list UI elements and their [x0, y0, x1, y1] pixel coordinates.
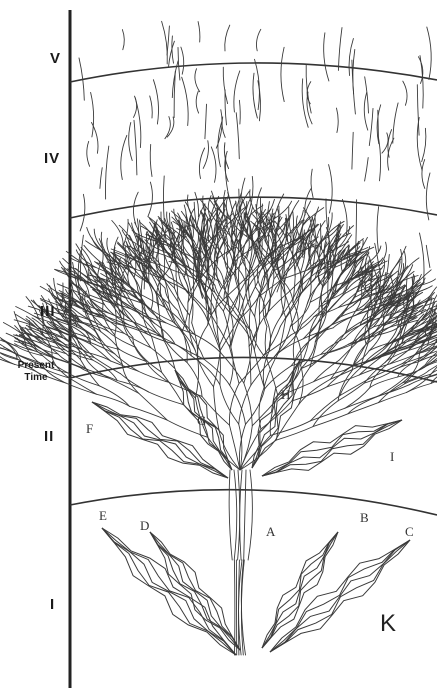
present-label-line2: Time	[4, 372, 68, 384]
branch-label-A: A	[266, 524, 275, 540]
boundary-II-I	[70, 490, 437, 515]
branch-label-G: G	[197, 413, 206, 429]
branch-label-C: C	[405, 524, 414, 540]
period-label-IV: IV	[44, 150, 60, 167]
boundary-IV-III	[70, 197, 437, 218]
period-label-V: V	[50, 50, 61, 67]
present-time-label: Present Time	[4, 360, 68, 384]
branch-label-H: H	[281, 387, 290, 403]
side-clusters	[92, 360, 410, 655]
branch-label-K: K	[380, 610, 396, 638]
branch-label-D: D	[140, 518, 149, 534]
branch-label-B: B	[360, 510, 369, 526]
branch-label-I: I	[390, 449, 394, 465]
period-label-III: III	[40, 303, 56, 320]
branch-label-E: E	[99, 508, 107, 524]
present-label-line1: Present	[4, 360, 68, 372]
period-label-I: I	[50, 596, 55, 613]
branch-label-F: F	[86, 421, 93, 437]
boundary-present-time	[70, 357, 437, 382]
period-label-II: II	[44, 428, 54, 445]
